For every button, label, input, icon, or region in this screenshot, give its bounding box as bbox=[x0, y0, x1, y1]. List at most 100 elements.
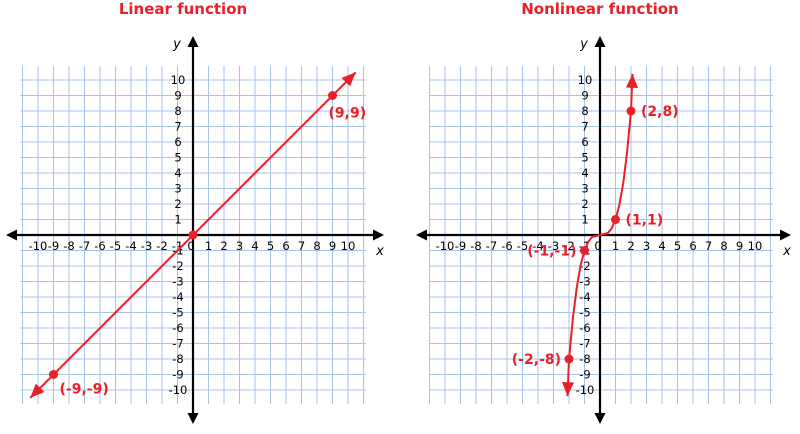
y-tick-label: 9 bbox=[581, 89, 588, 103]
x-tick-label: 8 bbox=[720, 239, 727, 253]
x-axis-arrow-left bbox=[6, 229, 17, 241]
series-line bbox=[566, 73, 634, 397]
x-axis-label: x bbox=[375, 244, 384, 259]
x-tick-label: -4 bbox=[125, 239, 136, 253]
data-point bbox=[564, 354, 574, 364]
x-tick-label: 1 bbox=[205, 239, 212, 253]
data-point bbox=[49, 370, 58, 379]
y-tick-label: 1 bbox=[174, 213, 181, 227]
x-tick-label: 0 bbox=[594, 239, 601, 253]
y-tick-label: -4 bbox=[579, 290, 590, 304]
x-tick-label: -2 bbox=[156, 239, 167, 253]
y-tick-label: 3 bbox=[174, 182, 181, 196]
y-tick-label: -10 bbox=[576, 383, 595, 397]
y-axis-arrow-down bbox=[594, 413, 606, 424]
y-tick-label: 10 bbox=[171, 73, 186, 87]
y-tick-label: 6 bbox=[174, 135, 181, 149]
x-tick-label: -9 bbox=[48, 239, 59, 253]
x-tick-label: 2 bbox=[627, 239, 634, 253]
data-point-label: (-9,-9) bbox=[60, 382, 109, 398]
y-tick-label: -2 bbox=[579, 259, 590, 273]
x-axis-arrow-right bbox=[780, 229, 791, 241]
y-tick-label: -3 bbox=[172, 275, 183, 289]
x-tick-label: -2 bbox=[563, 239, 574, 253]
x-tick-label: -10 bbox=[29, 239, 48, 253]
y-tick-label: 9 bbox=[174, 89, 181, 103]
x-tick-label: 6 bbox=[282, 239, 289, 253]
x-tick-label: 9 bbox=[736, 239, 743, 253]
y-tick-label: 7 bbox=[174, 120, 181, 134]
series-arrow-start bbox=[562, 381, 575, 397]
y-axis-label: y bbox=[579, 37, 588, 52]
x-tick-label: -1 bbox=[172, 239, 183, 253]
data-point-label: (-1,-1) bbox=[527, 244, 576, 260]
x-axis-arrow-left bbox=[416, 229, 427, 241]
x-axis-arrow-right bbox=[373, 229, 384, 241]
y-tick-label: -7 bbox=[579, 337, 590, 351]
chart-panel-2: Nonlinear functionxy-10-9-8-7-6-5-4-3-2-… bbox=[416, 0, 791, 424]
y-tick-label: 8 bbox=[174, 104, 181, 118]
x-tick-label: -10 bbox=[436, 239, 455, 253]
x-tick-label: -6 bbox=[501, 239, 512, 253]
x-tick-label: -5 bbox=[517, 239, 528, 253]
y-tick-label: 4 bbox=[581, 166, 588, 180]
y-tick-label: 4 bbox=[174, 166, 181, 180]
x-tick-label: 4 bbox=[251, 239, 258, 253]
x-tick-label: 0 bbox=[187, 239, 194, 253]
y-tick-label: -7 bbox=[172, 337, 183, 351]
y-axis-arrow-up bbox=[594, 36, 606, 47]
x-tick-label: -8 bbox=[63, 239, 74, 253]
x-tick-label: 5 bbox=[267, 239, 274, 253]
x-tick-label: 9 bbox=[329, 239, 336, 253]
x-tick-label: -5 bbox=[110, 239, 121, 253]
y-tick-label: -8 bbox=[172, 352, 183, 366]
y-tick-label: -4 bbox=[172, 290, 183, 304]
y-tick-label: 2 bbox=[581, 197, 588, 211]
y-tick-label: -5 bbox=[579, 306, 590, 320]
y-tick-label: -5 bbox=[172, 306, 183, 320]
data-point bbox=[611, 215, 620, 224]
x-tick-label: -9 bbox=[455, 239, 466, 253]
x-tick-label: 7 bbox=[705, 239, 712, 253]
y-axis-arrow-up bbox=[187, 36, 199, 47]
x-tick-label: 1 bbox=[612, 239, 619, 253]
y-tick-label: -2 bbox=[172, 259, 183, 273]
x-tick-label: -7 bbox=[486, 239, 497, 253]
y-tick-label: -8 bbox=[579, 352, 590, 366]
chart-title: Nonlinear function bbox=[521, 0, 679, 18]
data-point bbox=[328, 91, 337, 100]
data-point-label: (1,1) bbox=[626, 213, 664, 229]
x-tick-label: -4 bbox=[532, 239, 543, 253]
x-axis-label: x bbox=[782, 244, 791, 259]
x-tick-label: 6 bbox=[689, 239, 696, 253]
y-tick-label: 7 bbox=[581, 120, 588, 134]
y-tick-label: -6 bbox=[172, 321, 183, 335]
data-point-label: (-2,-8) bbox=[512, 352, 561, 368]
series-arrow-start bbox=[30, 383, 45, 398]
x-tick-label: 10 bbox=[341, 239, 356, 253]
y-tick-label: 6 bbox=[581, 135, 588, 149]
y-axis-arrow-down bbox=[187, 413, 199, 424]
y-tick-label: -3 bbox=[579, 275, 590, 289]
chart-title: Linear function bbox=[119, 0, 247, 18]
x-tick-label: -3 bbox=[548, 239, 559, 253]
data-point bbox=[188, 230, 198, 240]
y-tick-label: -9 bbox=[579, 368, 590, 382]
y-tick-label: 8 bbox=[581, 104, 588, 118]
data-point bbox=[580, 246, 589, 255]
x-tick-label: 3 bbox=[236, 239, 243, 253]
x-tick-label: 8 bbox=[313, 239, 320, 253]
x-tick-label: 10 bbox=[748, 239, 763, 253]
y-tick-label: 1 bbox=[581, 213, 588, 227]
y-tick-label: 10 bbox=[578, 73, 593, 87]
y-tick-label: -6 bbox=[579, 321, 590, 335]
x-tick-label: -6 bbox=[94, 239, 105, 253]
series-arrow-end bbox=[625, 73, 638, 89]
x-tick-label: 5 bbox=[674, 239, 681, 253]
y-tick-label: -10 bbox=[169, 383, 188, 397]
y-tick-label: 2 bbox=[174, 197, 181, 211]
series-arrow-end bbox=[341, 72, 356, 87]
x-tick-label: -3 bbox=[141, 239, 152, 253]
